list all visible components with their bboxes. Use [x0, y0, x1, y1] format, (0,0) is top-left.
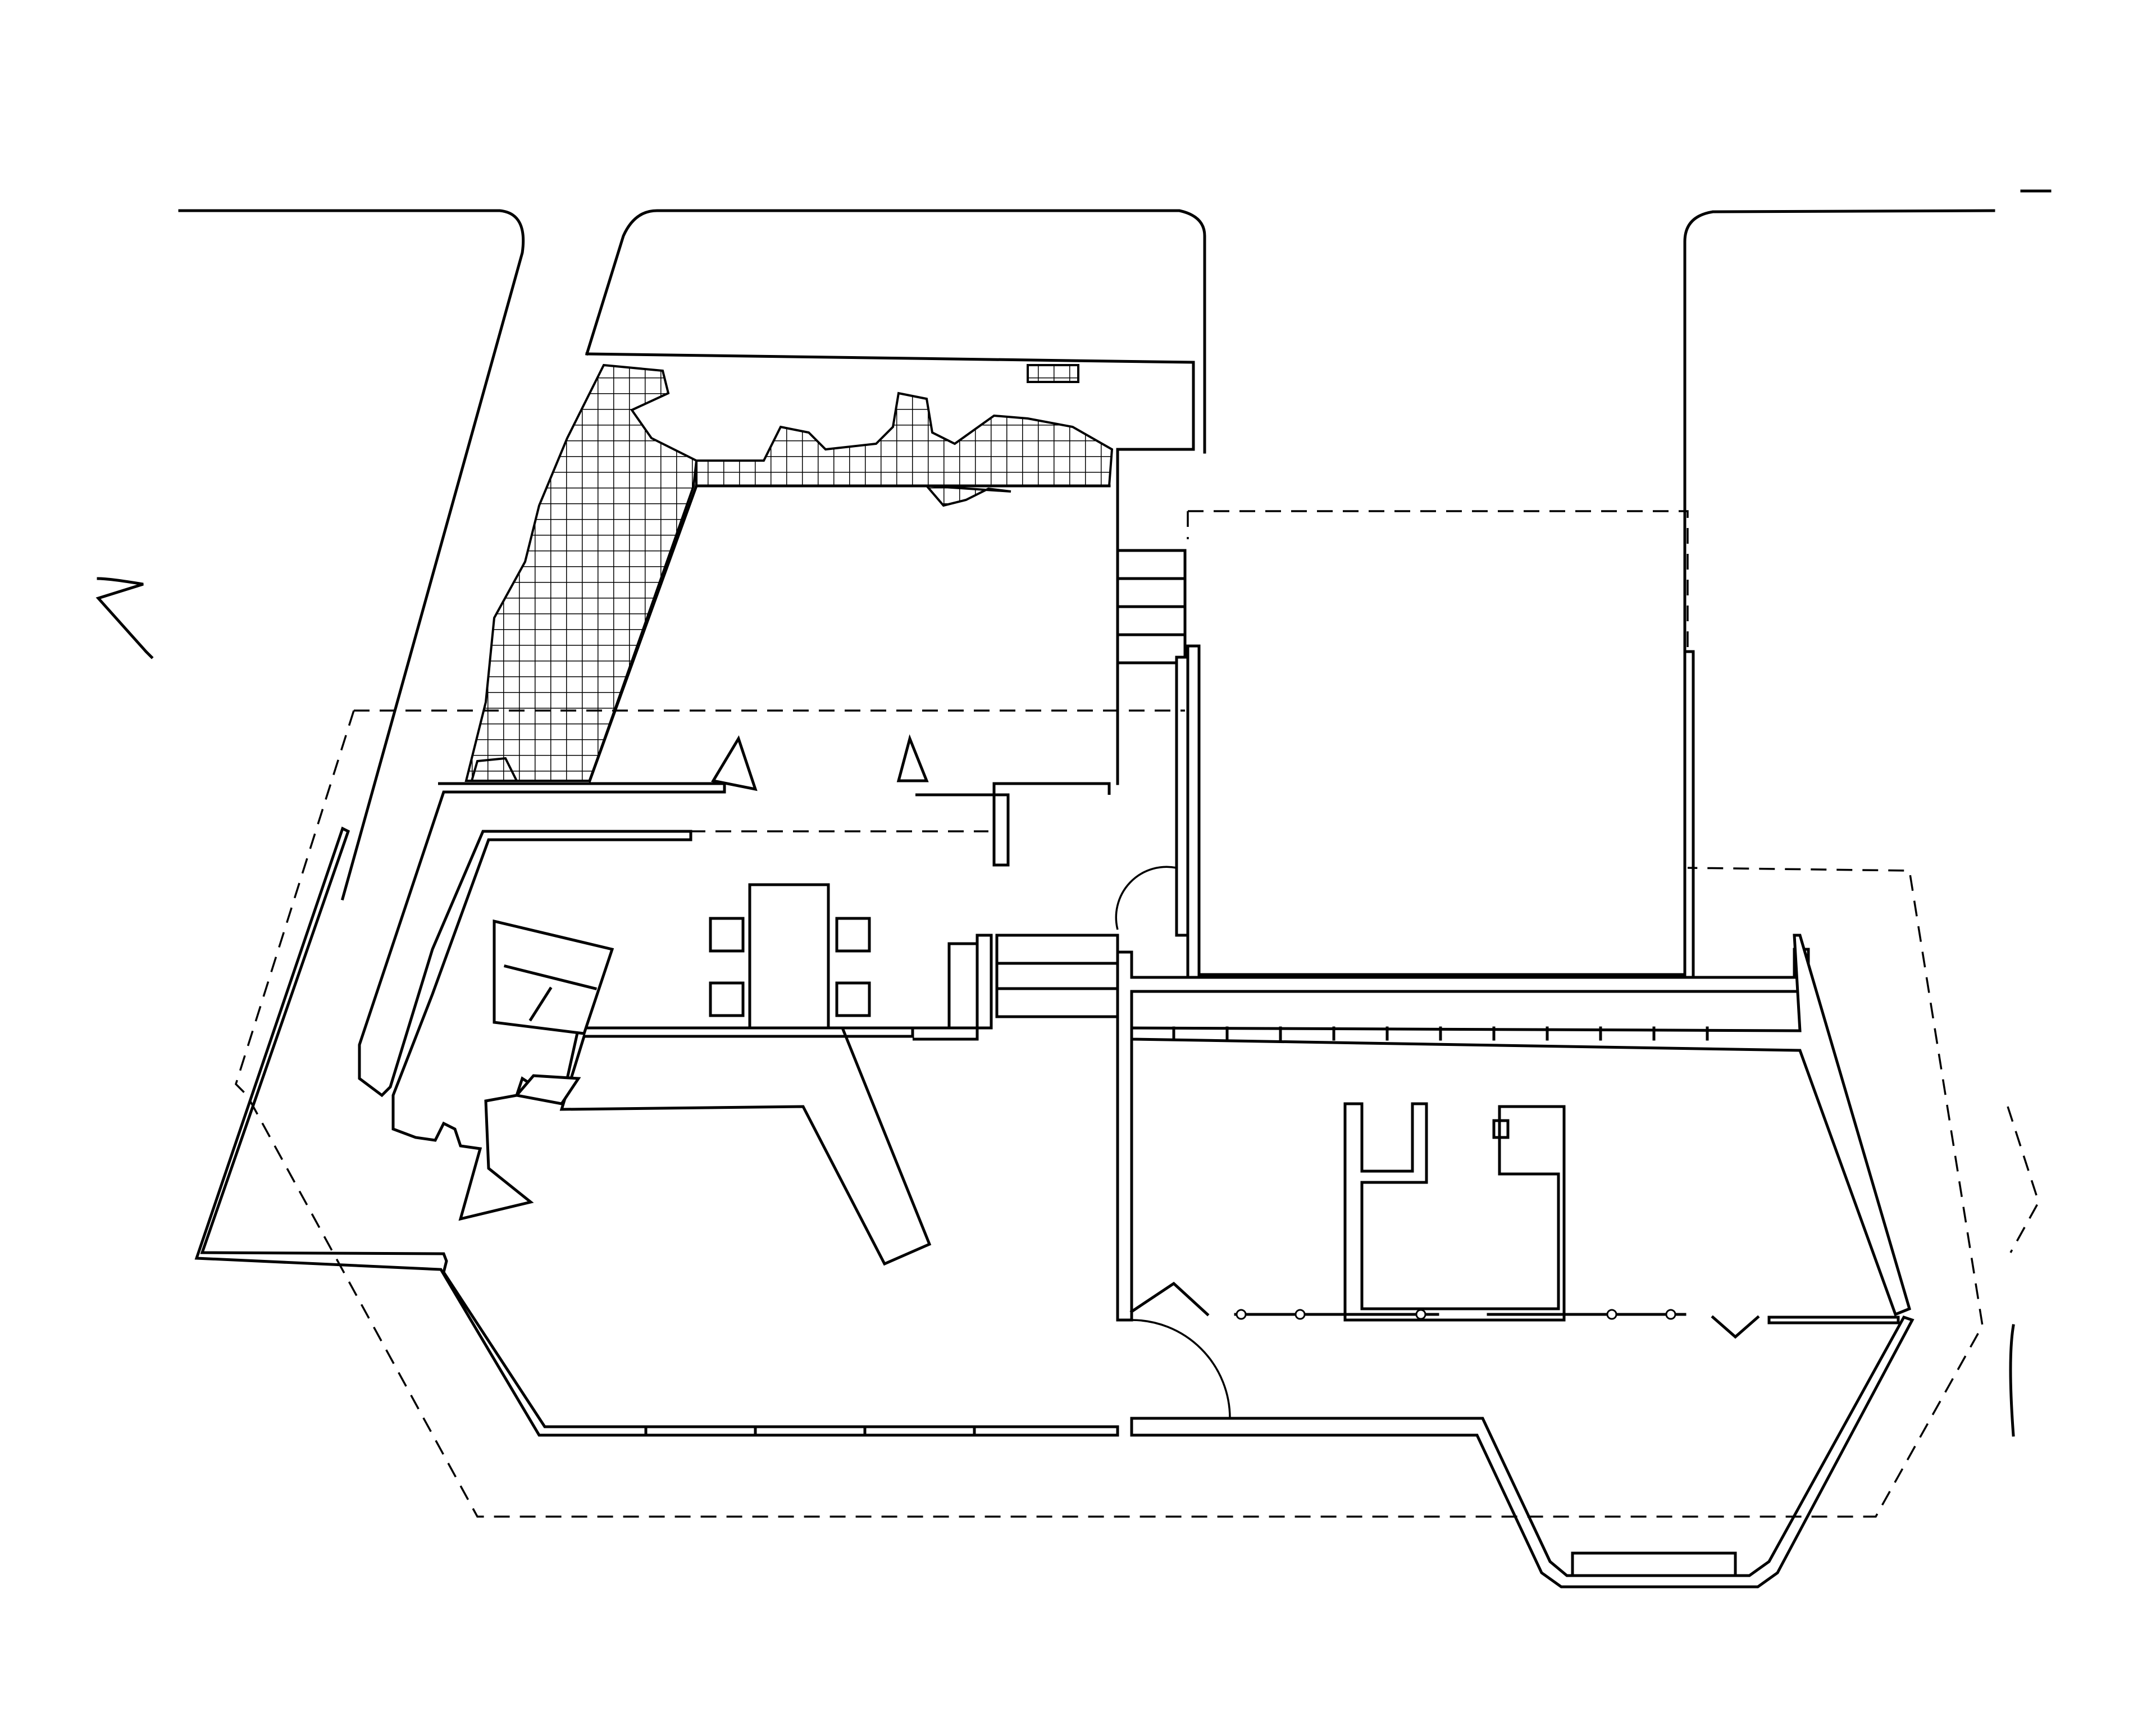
chair-3 [709, 981, 745, 1017]
site-boundary [95, 189, 2052, 901]
window-mullions [644, 1026, 1709, 1437]
chair-4 [835, 981, 871, 1017]
outer-wall [194, 826, 1915, 1589]
upper-right-room [1115, 510, 1695, 987]
interior-core [1234, 1102, 1686, 1322]
courtyard-garden [464, 352, 1195, 785]
dining-table [709, 883, 871, 1030]
house-walls [358, 734, 1111, 1266]
chair-1 [709, 917, 745, 953]
interior-steps [947, 934, 1119, 1030]
roof-outline [235, 709, 2040, 1518]
chair-2 [835, 917, 871, 953]
